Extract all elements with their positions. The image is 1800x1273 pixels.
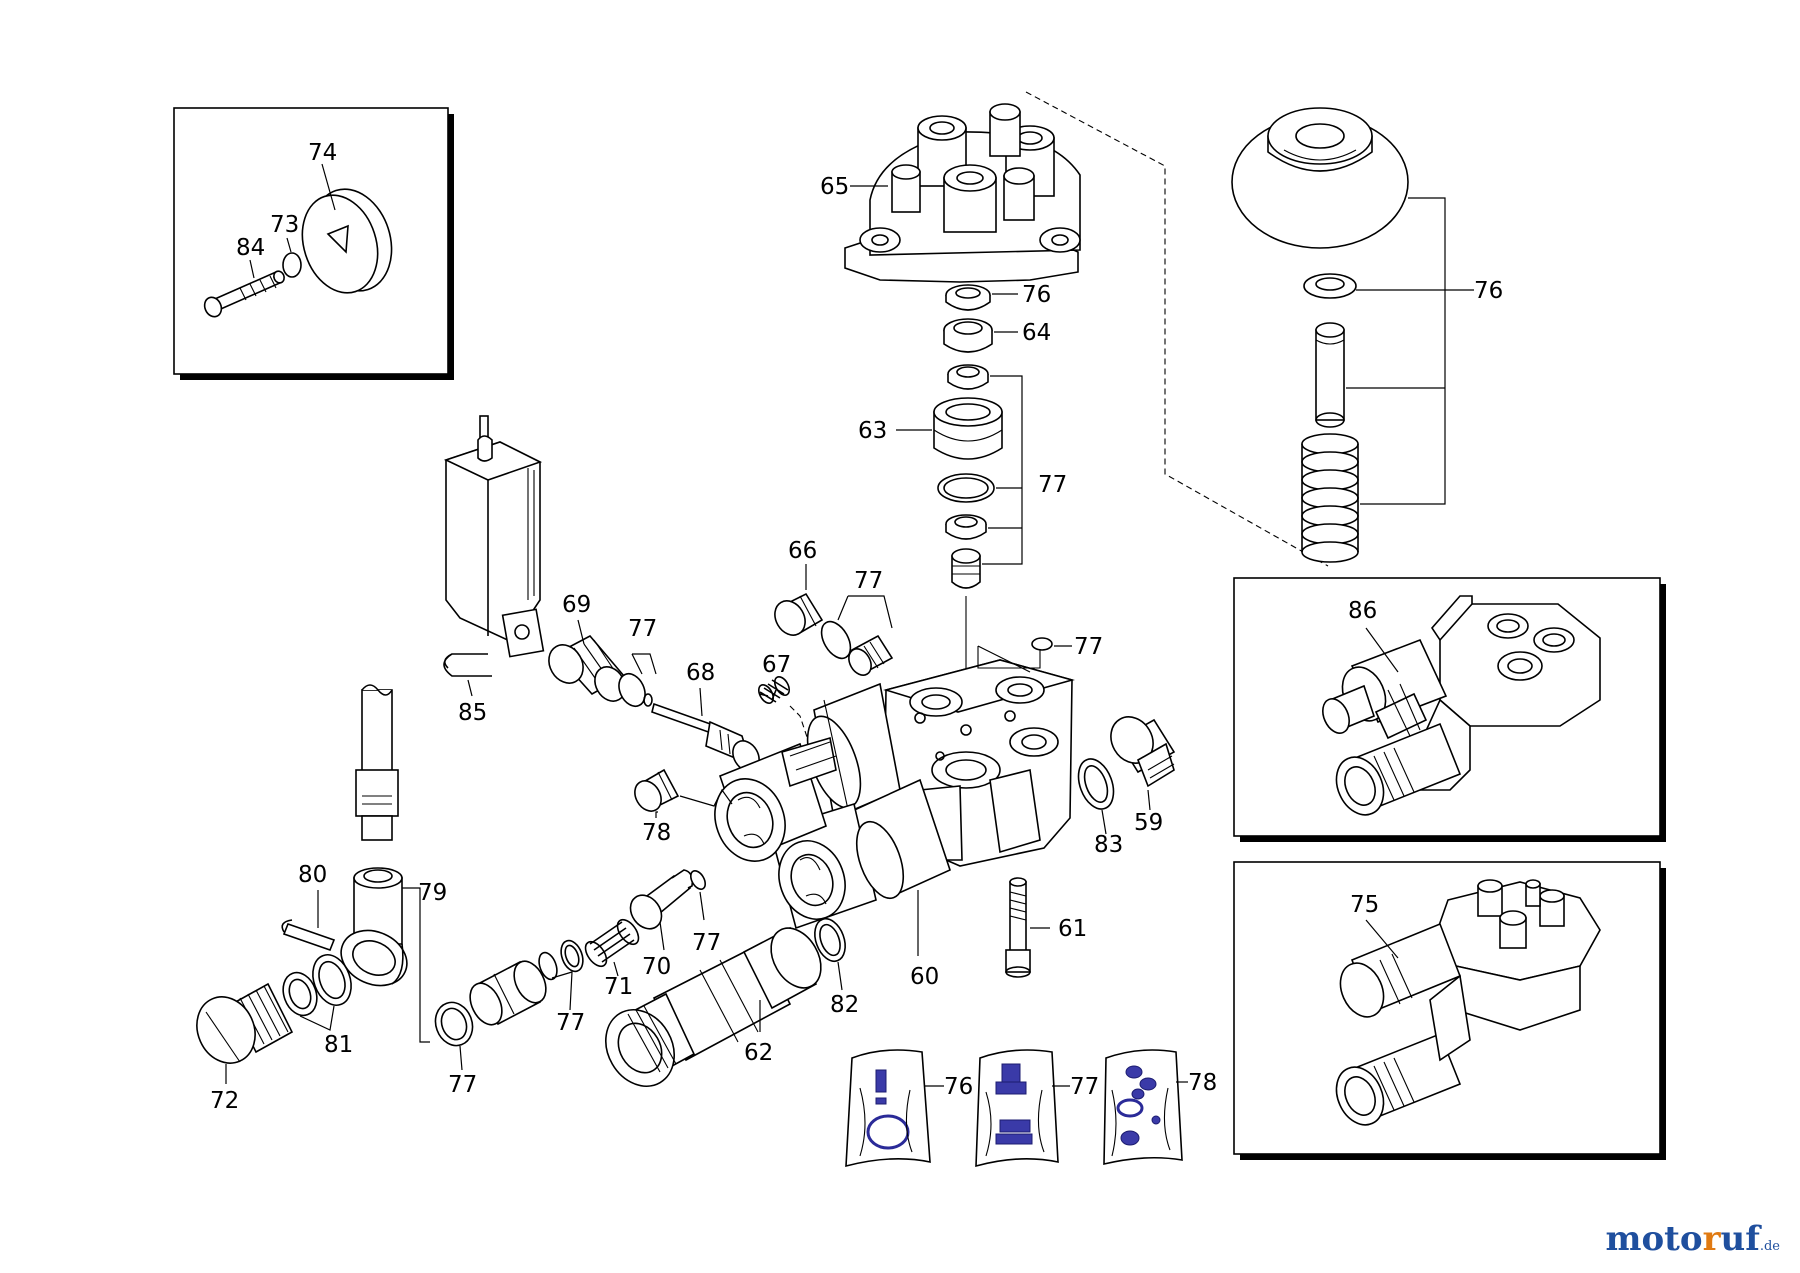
brand-part-1: moto [1605, 1219, 1703, 1259]
part-59-plug [1110, 716, 1176, 811]
part-85-clip [443, 653, 492, 677]
label-65: 65 [820, 174, 849, 200]
part-77-seal-lower [945, 514, 987, 540]
label-77-66: 77 [854, 568, 883, 594]
label-73: 73 [270, 212, 299, 238]
label-67: 67 [762, 652, 791, 678]
label-84: 84 [236, 235, 265, 261]
part-65-cylinder-head [844, 103, 1081, 283]
label-79: 79 [418, 880, 447, 906]
label-77-lower: 77 [448, 1072, 477, 1098]
part-72-cap [196, 982, 294, 1084]
label-86: 86 [1348, 598, 1377, 624]
part-62-filter [605, 926, 822, 1087]
label-72: 72 [210, 1088, 239, 1114]
label-75: 75 [1350, 892, 1379, 918]
part-70-valve [629, 869, 694, 951]
label-76-center: 76 [1022, 282, 1051, 308]
part-69-fitting [548, 619, 626, 702]
part-76-pin [1315, 322, 1345, 428]
part-81-orings [282, 954, 352, 1031]
part-79-body [340, 684, 430, 1043]
part-60-manifold [714, 659, 1075, 956]
label-64: 64 [1022, 320, 1051, 346]
service-kit-78 [1103, 1049, 1188, 1166]
part-77-valve-left [469, 960, 547, 1026]
label-59: 59 [1134, 810, 1163, 836]
part-76-clip [1303, 273, 1357, 299]
inset-box-assembly-86 [1233, 577, 1666, 842]
part-71-spring [584, 918, 640, 977]
label-78: 78 [642, 820, 671, 846]
part-77-oring-left-c [434, 1001, 474, 1047]
part-63-retainer [933, 397, 1003, 460]
part-68-valve-stem [651, 687, 760, 772]
part-74-piston [301, 188, 393, 294]
part-67-spring [757, 676, 811, 747]
label-81: 81 [324, 1032, 353, 1058]
label-66: 66 [788, 538, 817, 564]
part-66-plug [774, 592, 824, 636]
valve-stack [896, 284, 1023, 790]
pressure-switch [443, 415, 545, 697]
label-77-small: 77 [1074, 634, 1103, 660]
label-61: 61 [1058, 916, 1087, 942]
label-kit-77: 77 [1070, 1074, 1099, 1100]
label-77-69: 77 [628, 616, 657, 642]
dashed-guide-head-spring [1025, 91, 1329, 567]
part-77-oring-69 [618, 672, 646, 708]
label-74: 74 [308, 140, 337, 166]
label-85: 85 [458, 700, 487, 726]
label-80: 80 [298, 862, 327, 888]
label-60: 60 [910, 964, 939, 990]
valve-spring-group [1231, 107, 1474, 563]
part-73-washer [282, 252, 302, 278]
part-64-valve-cage [943, 318, 993, 353]
inset-box-assembly-75 [1233, 861, 1666, 1160]
label-77-left: 77 [556, 1010, 585, 1036]
label-kit-76: 76 [944, 1074, 973, 1100]
label-77-center: 77 [1038, 472, 1067, 498]
part-76-diaphragm [1231, 107, 1409, 249]
label-68: 68 [686, 660, 715, 686]
part-77-oring-left-a [538, 951, 558, 981]
part-78-plug [634, 768, 733, 818]
label-kit-78: 78 [1188, 1070, 1217, 1096]
label-63: 63 [858, 418, 887, 444]
part-77-oring-left-b [560, 939, 584, 973]
part-61-bolt [1005, 877, 1050, 978]
part-76-spring [1301, 433, 1359, 563]
part-80-clip [282, 922, 336, 952]
label-70: 70 [642, 954, 671, 980]
part-77-oring-upper [947, 364, 989, 390]
service-kit-77 [975, 1049, 1070, 1168]
service-kit-76 [845, 1049, 944, 1168]
label-62: 62 [744, 1040, 773, 1066]
part-76-seal [945, 284, 991, 311]
label-71: 71 [604, 974, 633, 1000]
part-77-insert-66 [848, 634, 894, 676]
label-69: 69 [562, 592, 591, 618]
label-77-70: 77 [692, 930, 721, 956]
part-77-oring-66 [820, 620, 852, 660]
brand-part-3: uf [1720, 1219, 1760, 1259]
part-77-oring-70 [689, 870, 707, 890]
inset-box-piston-assembly [173, 107, 454, 380]
brand-suffix: .de [1759, 1239, 1780, 1254]
label-82: 82 [830, 992, 859, 1018]
label-83: 83 [1094, 832, 1123, 858]
part-84-bolt [203, 270, 285, 318]
part-77-valve-insert [951, 548, 981, 589]
brand-part-2: r [1702, 1219, 1721, 1259]
part-77-oring-small [1031, 637, 1053, 651]
label-76-right: 76 [1474, 278, 1503, 304]
part-83-oring [1077, 758, 1115, 810]
brand-logo: motoruf.de [1606, 1219, 1780, 1259]
part-82-oring [814, 917, 846, 963]
